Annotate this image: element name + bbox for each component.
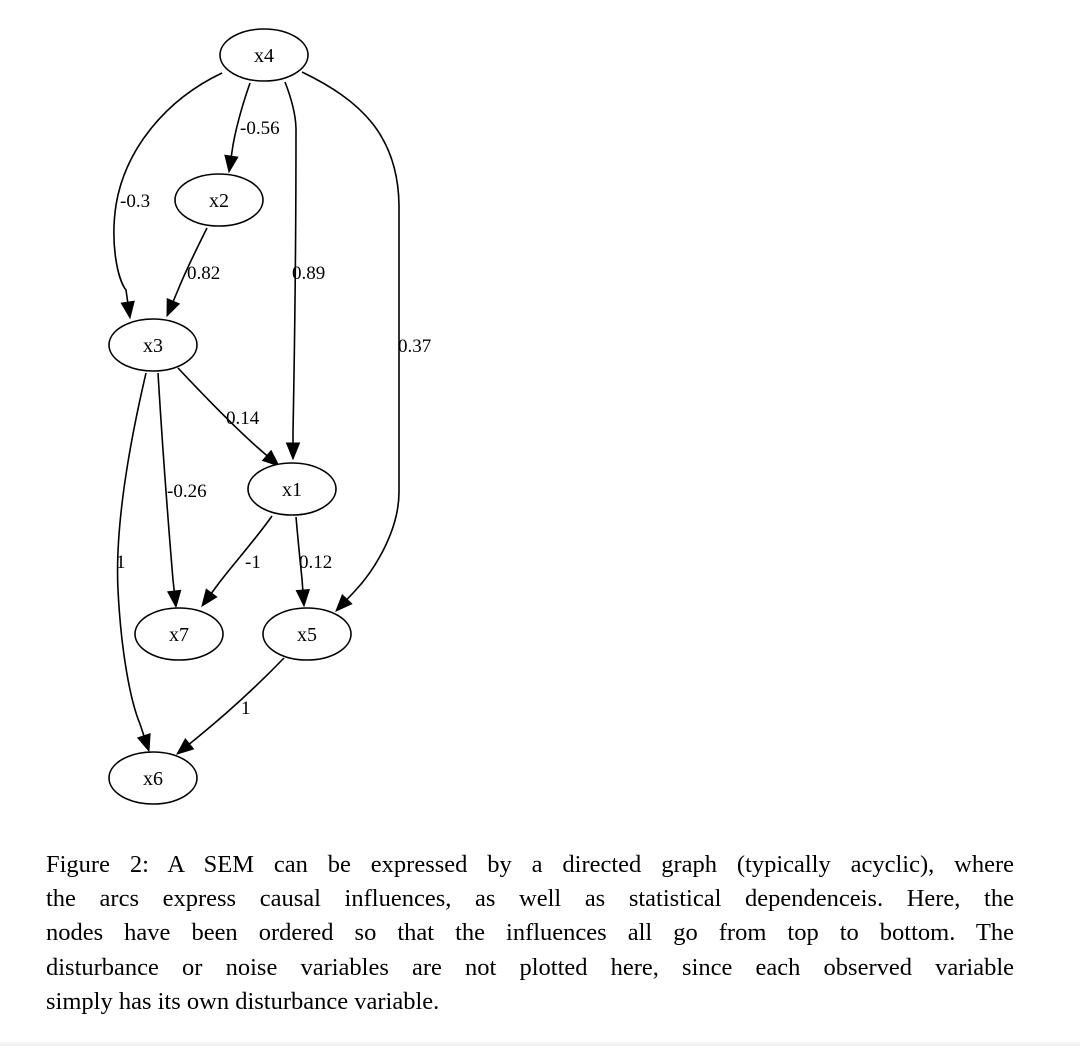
page-bottom-edge (0, 1040, 1080, 1046)
edge-weight-label: -0.3 (120, 191, 150, 212)
edge-weight-label: 1 (241, 698, 251, 719)
arrow-head-icon (136, 733, 151, 753)
arrow-head-icon (261, 449, 281, 467)
node-label: x6 (143, 768, 163, 790)
node-x6: x6 (108, 751, 198, 805)
edge-x4-x3 (113, 72, 223, 320)
node-ellipse (262, 607, 352, 661)
edge-line (295, 516, 304, 593)
node-x5: x5 (262, 607, 352, 661)
causal-graph-svg: x4 x2 x3 x1 x7 x5 x6 -0.56 -0.3 0.89 0.37 0.82 0.14… (108, 28, 431, 805)
caption-line: nodes have been ordered so that the infl… (46, 919, 1014, 947)
arrow-head-icon (285, 442, 301, 461)
node-label: x5 (297, 624, 317, 646)
edge-line (171, 227, 208, 304)
edge-x1-x7 (201, 515, 273, 608)
node-label: x7 (169, 624, 189, 646)
node-label: x2 (209, 190, 229, 212)
caption-line: Figure 2: A SEM can be expressed by a di… (46, 851, 1014, 878)
arrow-head-icon (175, 737, 195, 755)
edges-layer (113, 71, 400, 755)
node-label: x1 (282, 479, 302, 501)
arrow-head-icon (166, 297, 181, 318)
edge-line (301, 71, 400, 602)
node-x7: x7 (134, 607, 224, 661)
caption-line: the arcs express causal influences, as w… (46, 885, 1014, 913)
edge-x3-x7 (157, 372, 182, 609)
node-x1: x1 (247, 462, 337, 516)
edge-weight-label: -1 (245, 552, 261, 573)
edge-line (157, 372, 176, 594)
node-ellipse (134, 607, 224, 661)
edge-line (116, 372, 147, 738)
edge-weight-label: -0.56 (240, 118, 280, 139)
arrow-head-icon (201, 588, 218, 608)
arrow-head-icon (120, 300, 135, 320)
edge-weight-label: -0.26 (167, 481, 207, 502)
node-x3: x3 (108, 318, 198, 372)
nodes-layer: x4 x2 x3 x1 x7 x5 x6 (108, 28, 352, 805)
node-ellipse (108, 318, 198, 372)
edge-x3-x6 (116, 372, 151, 753)
edge-labels-layer: -0.56 -0.3 0.89 0.37 0.82 0.14 -0.26 1 -1 0.12 1 (116, 118, 431, 719)
edge-weight-label: 0.12 (299, 552, 332, 573)
node-x2: x2 (174, 173, 264, 227)
edge-x4-x5 (301, 71, 400, 612)
caption-line: disturbance or noise variables are not p… (46, 953, 1014, 981)
node-ellipse (219, 28, 309, 82)
edge-weight-label: 0.82 (187, 263, 220, 284)
arrow-head-icon (335, 594, 353, 612)
edge-line (209, 515, 273, 596)
edge-weight-label: 0.37 (398, 336, 431, 357)
edge-line (187, 657, 285, 746)
edge-line (177, 367, 269, 458)
node-x4: x4 (219, 28, 309, 82)
edge-weight-label: 0.89 (292, 263, 325, 284)
node-label: x4 (254, 45, 274, 67)
edge-x3-x1 (177, 367, 281, 467)
edge-line (113, 72, 223, 305)
caption-line: simply has its own disturbance variable. (46, 987, 440, 1015)
edge-x4-x2 (224, 82, 251, 174)
node-ellipse (174, 173, 264, 227)
edge-x1-x5 (295, 516, 311, 608)
node-ellipse (247, 462, 337, 516)
causal-graph: x4 x2 x3 x1 x7 x5 x6 -0.56 -0.3 0.89 0.37 0.82 0.14… (108, 28, 431, 805)
edge-line (284, 81, 297, 445)
edge-x2-x3 (166, 227, 208, 318)
node-label: x3 (143, 335, 163, 357)
edge-x5-x6 (175, 657, 285, 755)
edge-line (230, 82, 251, 159)
arrow-head-icon (166, 589, 182, 609)
node-ellipse (108, 751, 198, 805)
edge-weight-label: 1 (116, 552, 126, 573)
arrow-head-icon (224, 154, 239, 174)
edge-weight-label: 0.14 (226, 408, 260, 429)
edge-x4-x1 (284, 81, 301, 461)
arrow-head-icon (295, 589, 311, 608)
figure-caption: Figure 2: A SEM can be expressed by a di… (46, 848, 1014, 1019)
